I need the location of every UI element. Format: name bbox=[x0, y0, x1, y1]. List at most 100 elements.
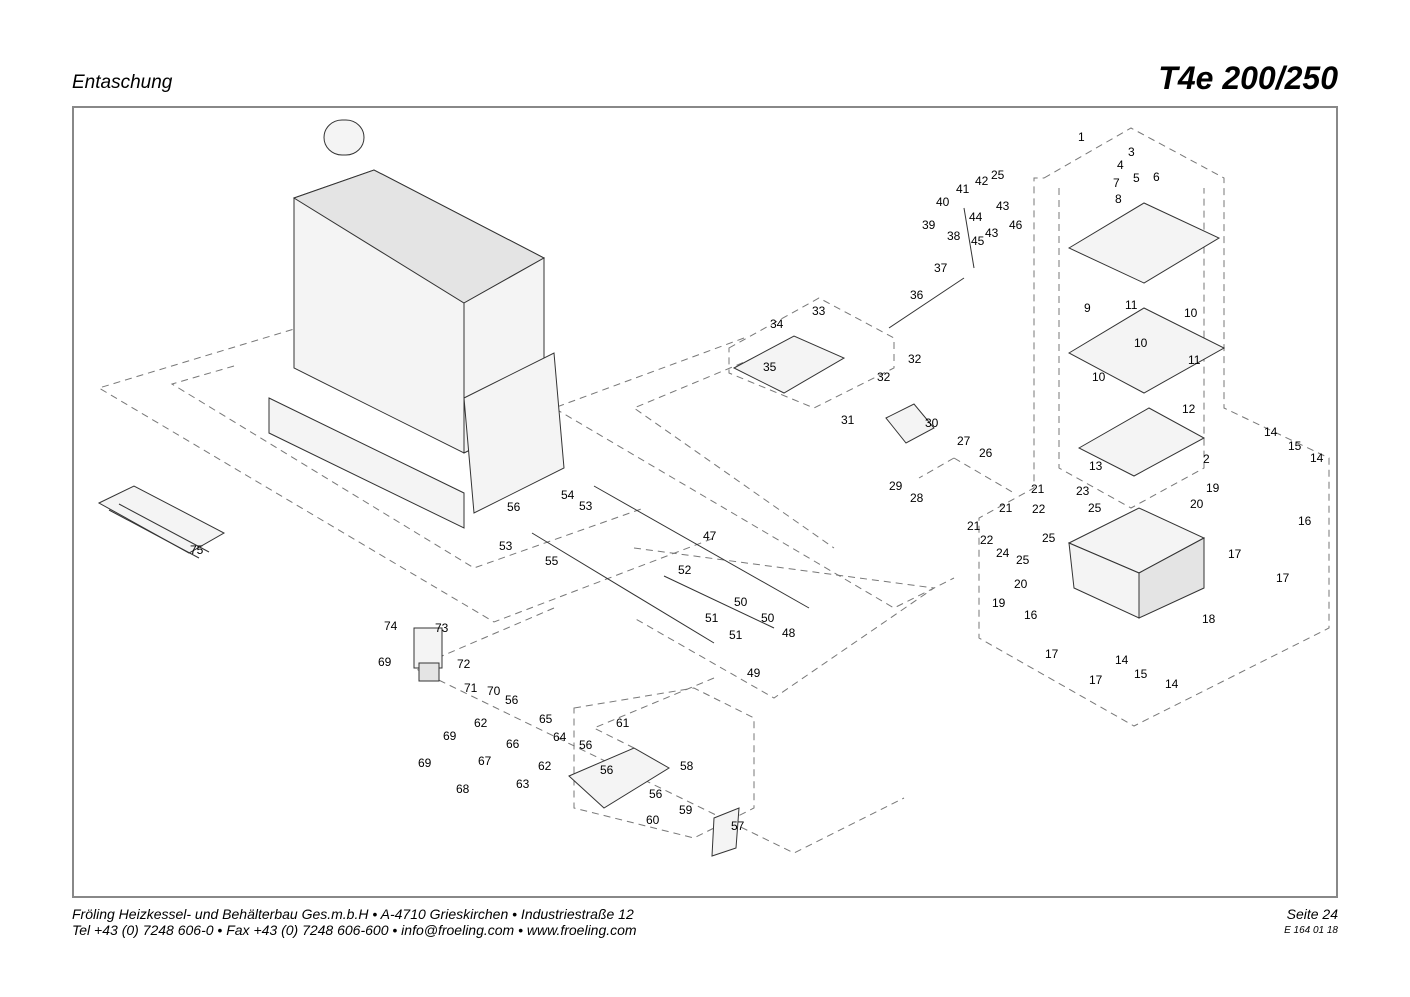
callout-43: 43 bbox=[985, 226, 999, 240]
auger-screw bbox=[531, 485, 810, 644]
section-title: Entaschung bbox=[72, 72, 173, 93]
callout-11: 11 bbox=[1125, 298, 1138, 312]
callout-53: 53 bbox=[579, 499, 593, 513]
callout-19: 19 bbox=[992, 596, 1006, 610]
callout-9: 9 bbox=[1084, 301, 1091, 315]
callout-50: 50 bbox=[761, 611, 775, 625]
callout-15: 15 bbox=[1134, 667, 1148, 681]
callout-16: 16 bbox=[1024, 608, 1038, 622]
callout-62: 62 bbox=[538, 759, 552, 773]
footer-doc-code: E 164 01 18 bbox=[1284, 925, 1338, 936]
callout-10: 10 bbox=[1134, 336, 1148, 350]
callout-14: 14 bbox=[1165, 677, 1179, 691]
callout-3: 3 bbox=[1128, 145, 1135, 159]
callout-61: 61 bbox=[616, 716, 630, 730]
callout-18: 18 bbox=[1202, 612, 1216, 626]
callout-65: 65 bbox=[539, 712, 553, 726]
callout-17: 17 bbox=[1276, 571, 1290, 585]
callout-25: 25 bbox=[991, 168, 1005, 182]
callout-6: 6 bbox=[1153, 170, 1160, 184]
callout-17: 17 bbox=[1045, 647, 1059, 661]
callout-21: 21 bbox=[999, 501, 1013, 515]
callout-32: 32 bbox=[908, 352, 922, 366]
callout-58: 58 bbox=[680, 759, 694, 773]
callout-49: 49 bbox=[747, 666, 761, 680]
callout-70: 70 bbox=[487, 684, 501, 698]
callout-56: 56 bbox=[649, 787, 663, 801]
callout-12: 12 bbox=[1182, 402, 1196, 416]
callout-29: 29 bbox=[889, 479, 903, 493]
callout-51: 51 bbox=[705, 611, 719, 625]
callout-46: 46 bbox=[1009, 218, 1023, 232]
callout-56: 56 bbox=[579, 738, 593, 752]
callout-53: 53 bbox=[499, 539, 513, 553]
callout-8: 8 bbox=[1115, 192, 1122, 206]
callout-48: 48 bbox=[782, 626, 796, 640]
callout-68: 68 bbox=[456, 782, 470, 796]
callout-43: 43 bbox=[996, 199, 1010, 213]
callout-63: 63 bbox=[516, 777, 530, 791]
callout-38: 38 bbox=[947, 229, 961, 243]
callout-74: 74 bbox=[384, 619, 398, 633]
callout-69: 69 bbox=[418, 756, 432, 770]
callout-39: 39 bbox=[922, 218, 936, 232]
lid-panels bbox=[1067, 202, 1226, 477]
callout-69: 69 bbox=[378, 655, 392, 669]
callout-33: 33 bbox=[812, 304, 826, 318]
boiler-assembly bbox=[268, 119, 565, 529]
callout-21: 21 bbox=[1031, 482, 1045, 496]
callout-32: 32 bbox=[877, 370, 891, 384]
callout-30: 30 bbox=[925, 416, 939, 430]
callout-57: 57 bbox=[731, 819, 745, 833]
callout-56: 56 bbox=[600, 763, 614, 777]
callout-41: 41 bbox=[956, 182, 970, 196]
callout-23: 23 bbox=[1076, 484, 1090, 498]
callout-10: 10 bbox=[1092, 370, 1106, 384]
callout-15: 15 bbox=[1288, 439, 1302, 453]
callout-25: 25 bbox=[1088, 501, 1102, 515]
callout-20: 20 bbox=[1014, 577, 1028, 591]
callout-28: 28 bbox=[910, 491, 924, 505]
callout-17: 17 bbox=[1228, 547, 1242, 561]
ash-container bbox=[1067, 507, 1206, 619]
callout-51: 51 bbox=[729, 628, 743, 642]
callout-5: 5 bbox=[1133, 171, 1140, 185]
callout-64: 64 bbox=[553, 730, 567, 744]
callout-67: 67 bbox=[478, 754, 492, 768]
callout-14: 14 bbox=[1115, 653, 1129, 667]
callout-37: 37 bbox=[934, 261, 948, 275]
callout-73: 73 bbox=[435, 621, 449, 635]
assembly-guide-lines bbox=[97, 127, 1330, 854]
callout-22: 22 bbox=[1032, 502, 1046, 516]
footer-page-label: Seite 24 bbox=[1286, 906, 1338, 922]
callout-2: 2 bbox=[1203, 452, 1210, 466]
callout-45: 45 bbox=[971, 234, 985, 248]
linkage-rods bbox=[732, 207, 975, 444]
callout-55: 55 bbox=[545, 554, 559, 568]
callout-56: 56 bbox=[507, 500, 521, 514]
callout-25: 25 bbox=[1016, 553, 1030, 567]
callout-26: 26 bbox=[979, 446, 993, 460]
callout-60: 60 bbox=[646, 813, 660, 827]
drive-motor bbox=[413, 627, 443, 682]
callout-24: 24 bbox=[996, 546, 1010, 560]
callout-47: 47 bbox=[703, 529, 717, 543]
callout-72: 72 bbox=[457, 657, 471, 671]
callout-17: 17 bbox=[1089, 673, 1103, 687]
callout-36: 36 bbox=[910, 288, 924, 302]
callout-54: 54 bbox=[561, 488, 575, 502]
callout-31: 31 bbox=[841, 413, 855, 427]
callout-21: 21 bbox=[967, 519, 981, 533]
callout-27: 27 bbox=[957, 434, 971, 448]
callout-20: 20 bbox=[1190, 497, 1204, 511]
callout-7: 7 bbox=[1113, 176, 1120, 190]
callout-13: 13 bbox=[1089, 459, 1103, 473]
callout-62: 62 bbox=[474, 716, 488, 730]
callout-56: 56 bbox=[505, 693, 519, 707]
callout-66: 66 bbox=[506, 737, 520, 751]
grate-part bbox=[97, 485, 226, 559]
callout-1: 1 bbox=[1078, 130, 1085, 144]
callout-4: 4 bbox=[1117, 158, 1124, 172]
